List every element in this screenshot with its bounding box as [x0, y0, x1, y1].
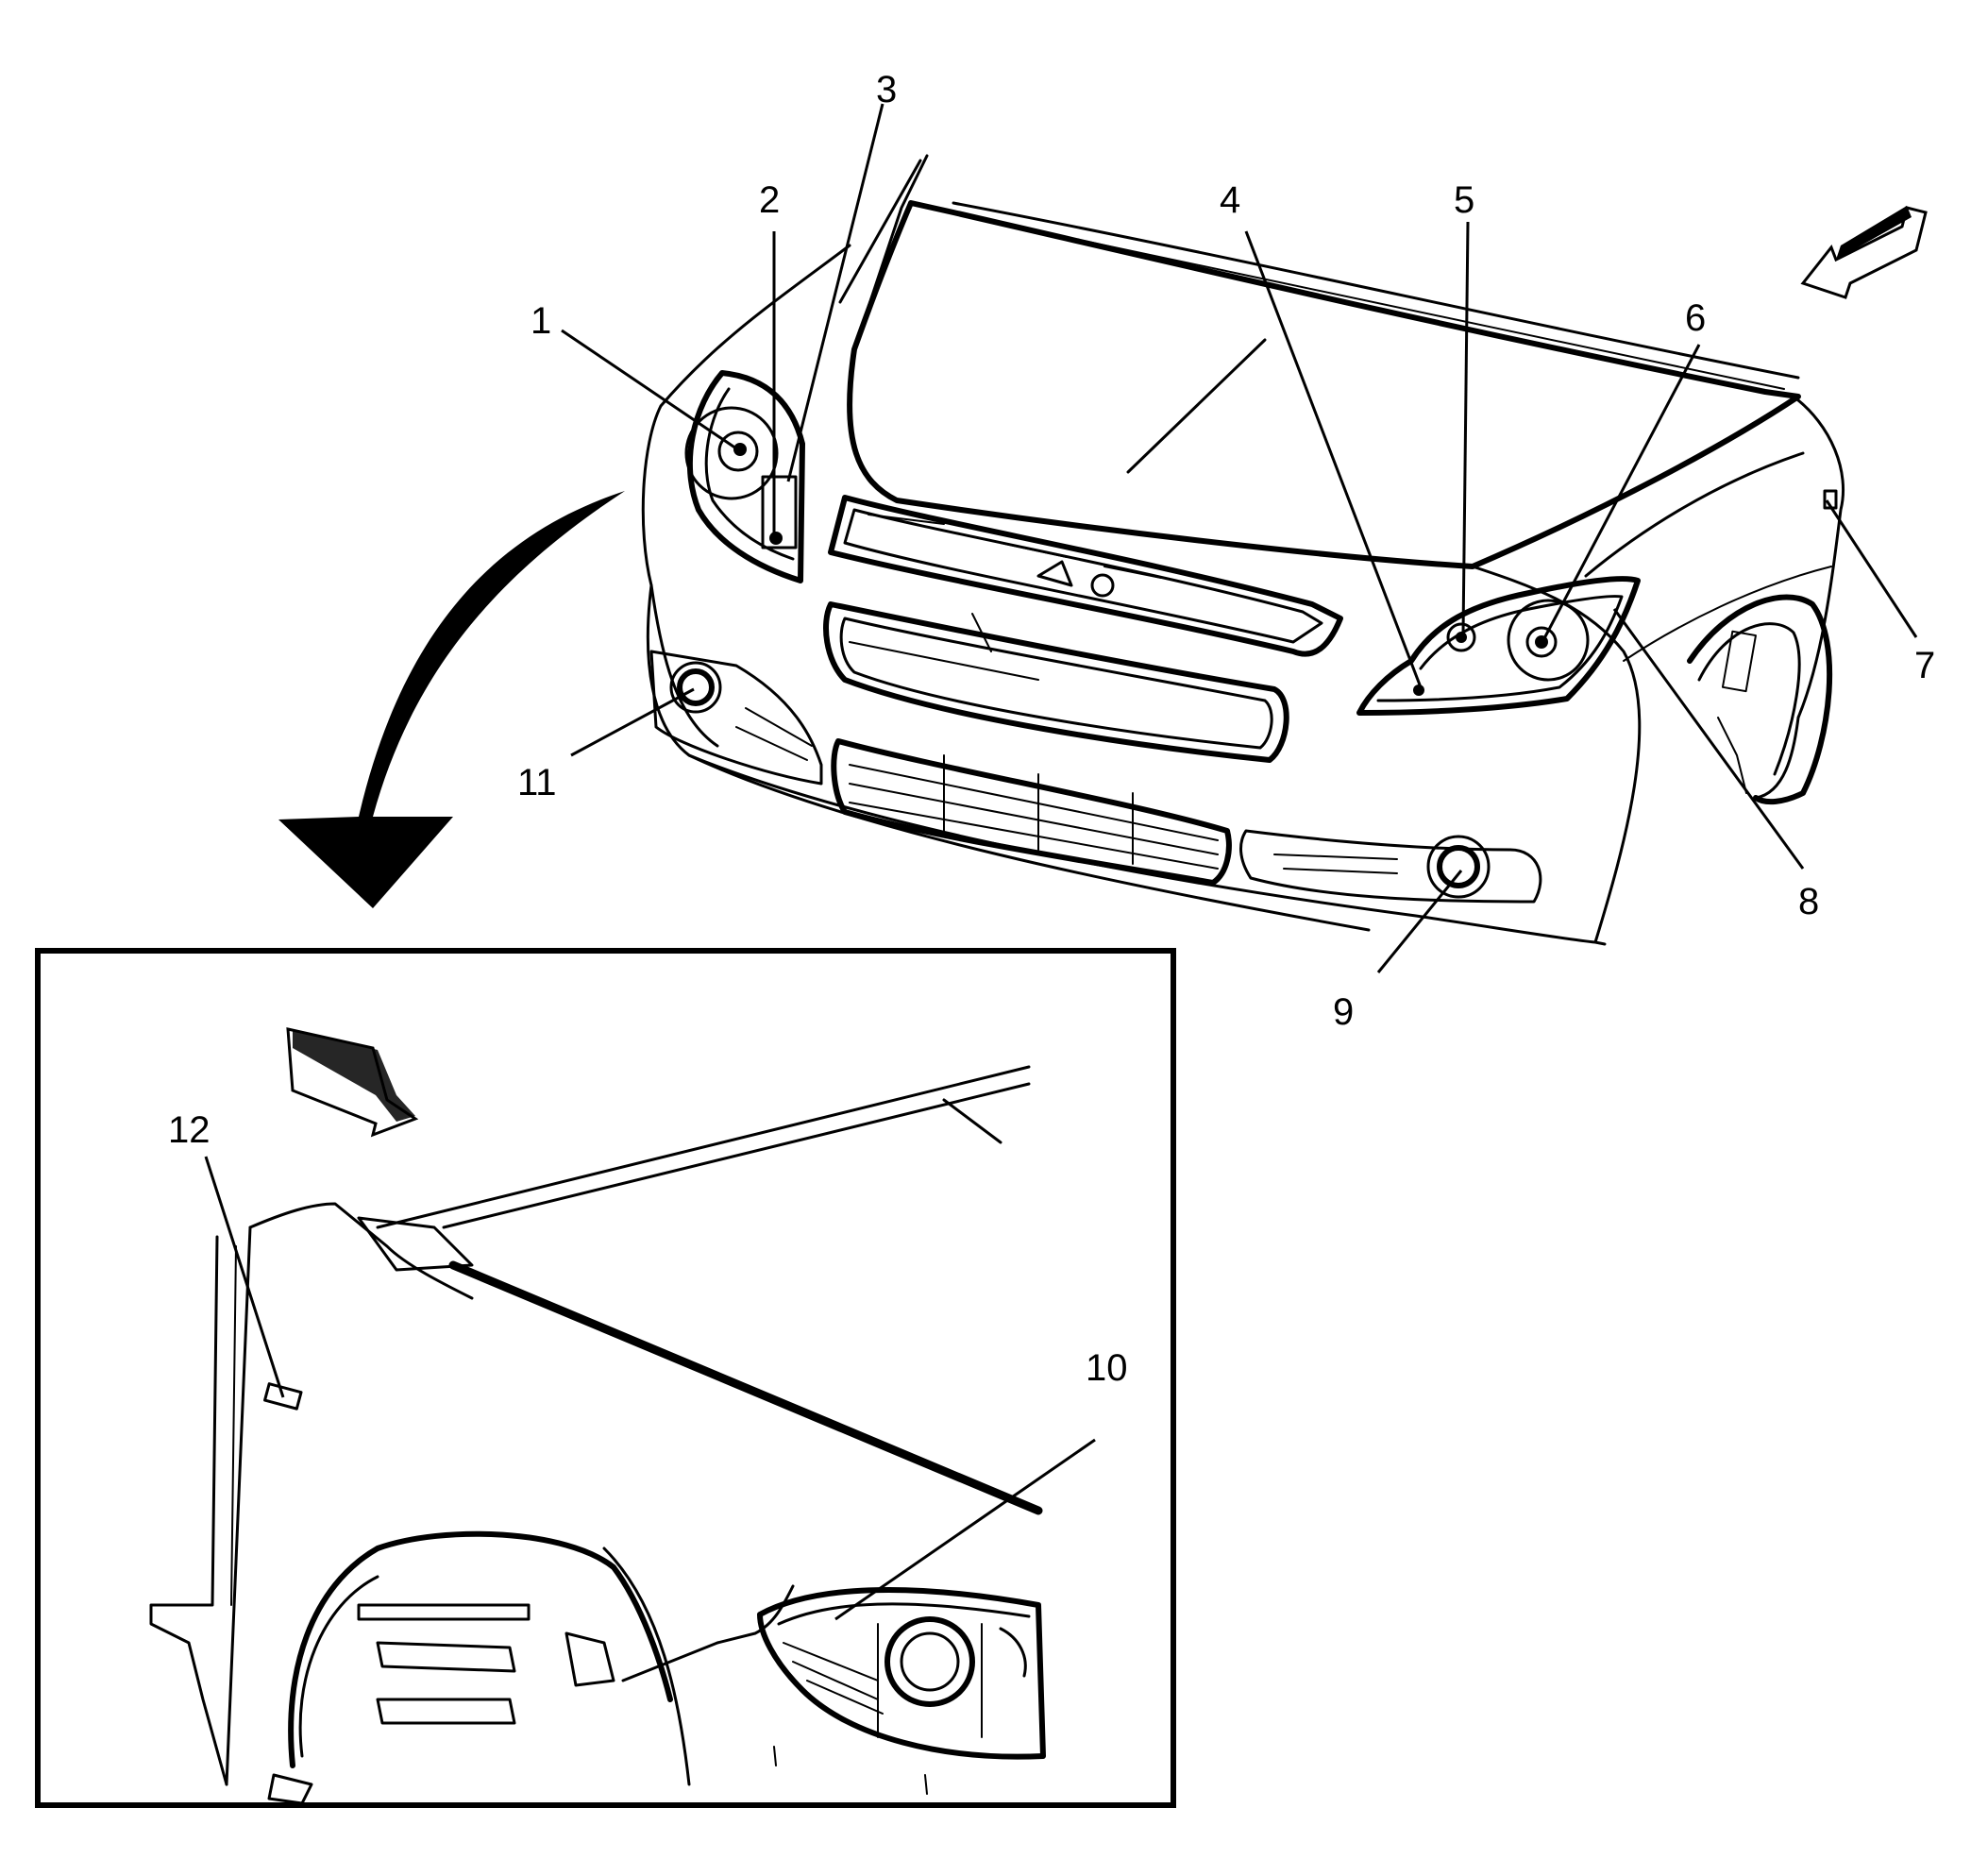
front-bumper-lower [687, 753, 1371, 932]
inset-cowl [448, 1260, 1043, 1515]
callout-6: 6 [1685, 297, 1706, 339]
right-headlamp [1356, 576, 1641, 716]
right-fender [1471, 565, 1642, 944]
callout-11: 11 [517, 762, 557, 803]
inset-wheel-arch [602, 1546, 691, 1786]
inset-fog-lamp [757, 1587, 1046, 1760]
inset-fender-top [248, 1202, 474, 1300]
callout-1: 1 [531, 300, 551, 342]
inset-ticks [773, 1746, 928, 1795]
inset-bumper-edge [621, 1584, 795, 1682]
right-fender-line [1623, 566, 1832, 662]
liner-slot-upper [376, 1641, 516, 1673]
inset-frame [35, 948, 1176, 1808]
left-fender [641, 244, 851, 748]
inset-fender-side [149, 1235, 228, 1786]
callout-5: 5 [1454, 179, 1474, 221]
inset-hood-line [942, 1098, 1002, 1144]
windshield-edge-inner [962, 214, 1785, 390]
lower-grille [823, 601, 1289, 763]
a-pillar-left-2 [852, 154, 929, 351]
inset-side-marker [263, 1382, 303, 1411]
callout-4: 4 [1220, 179, 1240, 221]
grille-emblem [1036, 560, 1073, 587]
left-fog-lamp [649, 650, 823, 786]
vehicle-front-view [278, 154, 1928, 946]
inset-wheel-opening [288, 1530, 673, 1768]
inset-wheel-liner [298, 1575, 379, 1758]
right-fender-side [1584, 451, 1805, 578]
inset-detail-view [35, 948, 1176, 1808]
bottom-grille [831, 738, 1232, 886]
inset-hood-edge [376, 1065, 1031, 1229]
callout-12: 12 [168, 1109, 211, 1151]
rotation-arrow [278, 491, 625, 908]
right-fog-lamp [1239, 829, 1542, 904]
wheel-liner-inner [1717, 717, 1747, 794]
wheel-liner [1697, 622, 1801, 776]
inset-fender-body [225, 1225, 252, 1786]
inset-fender-side-2 [230, 1245, 237, 1606]
upper-grille [828, 495, 1343, 657]
hood [847, 200, 1801, 569]
callout-8: 8 [1798, 881, 1819, 922]
liner-detail [1721, 630, 1757, 693]
left-headlamp [684, 370, 805, 583]
liner-fastener [267, 1773, 313, 1805]
wheel-opening [1687, 594, 1833, 805]
liner-bracket [357, 1603, 531, 1621]
liner-slot-lower [376, 1698, 516, 1725]
windshield-edge [952, 201, 1800, 380]
a-pillar-left [838, 159, 922, 304]
liner-clip [564, 1631, 615, 1687]
callout-7: 7 [1914, 645, 1935, 686]
callout-9: 9 [1333, 991, 1354, 1033]
view-direction-arrow [1800, 206, 1928, 299]
callout-3: 3 [876, 69, 897, 110]
hood-crease [1126, 338, 1267, 474]
callout-10: 10 [1086, 1347, 1128, 1389]
callout-leaders [204, 103, 1918, 1621]
inset-fender-joint [357, 1216, 474, 1272]
callout-labels: 1 2 3 4 5 6 7 8 9 10 11 12 [168, 69, 1935, 1389]
callout-2: 2 [759, 179, 780, 221]
right-fender-top [1754, 395, 1845, 800]
inset-hood-edge-2 [442, 1082, 1031, 1229]
